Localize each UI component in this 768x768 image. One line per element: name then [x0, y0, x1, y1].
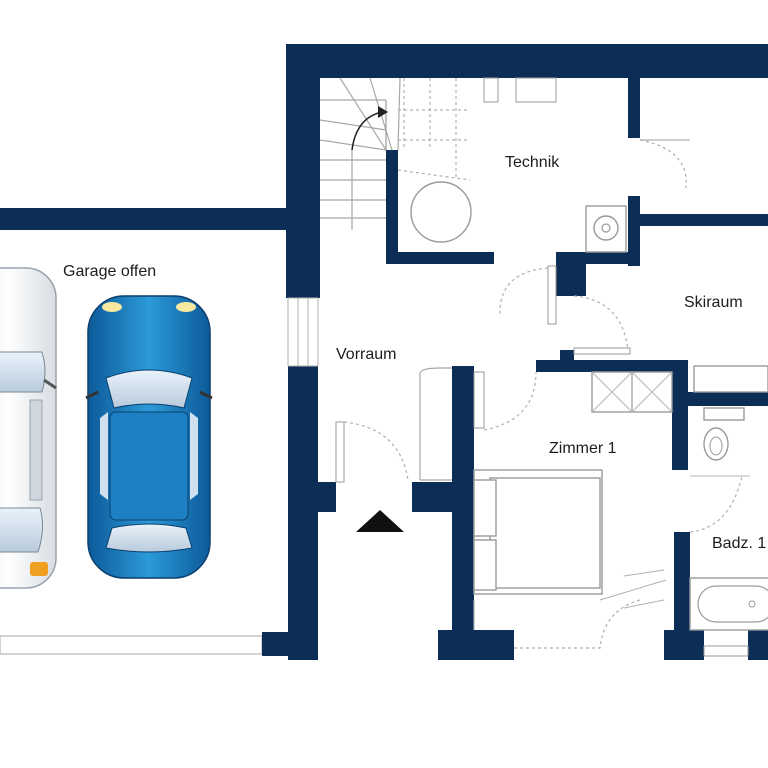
bed-icon [473, 469, 603, 595]
entrance-arrow-icon [356, 510, 404, 532]
garage-front-line [0, 635, 263, 655]
walls [262, 44, 768, 660]
bathtub-icon [689, 577, 768, 631]
technik-label: Technik [505, 154, 560, 171]
white-car-icon [0, 267, 57, 589]
blue-car-icon [85, 295, 213, 579]
bad-room: Badz. 1 [689, 407, 768, 657]
wardrobe-icon [591, 371, 673, 413]
vorraum-room: Vorraum [335, 346, 452, 532]
washing-machine-icon [585, 205, 627, 253]
bad-label: Badz. 1 [712, 535, 766, 552]
garage-back-wall [0, 208, 292, 230]
staircase [319, 77, 471, 230]
vorraum-label: Vorraum [336, 346, 396, 363]
boiler-icon [410, 181, 472, 243]
skiraum-room: Skiraum [573, 294, 768, 413]
garage-area: Garage offen [0, 208, 292, 655]
stair-direction-icon [351, 111, 383, 151]
toilet-icon [703, 407, 745, 461]
skiraum-label: Skiraum [684, 294, 743, 311]
zimmer-room: Zimmer 1 [473, 371, 667, 649]
technik-room: Technik [410, 139, 690, 325]
garage-label: Garage offen [63, 263, 156, 280]
zimmer-label: Zimmer 1 [549, 440, 617, 457]
